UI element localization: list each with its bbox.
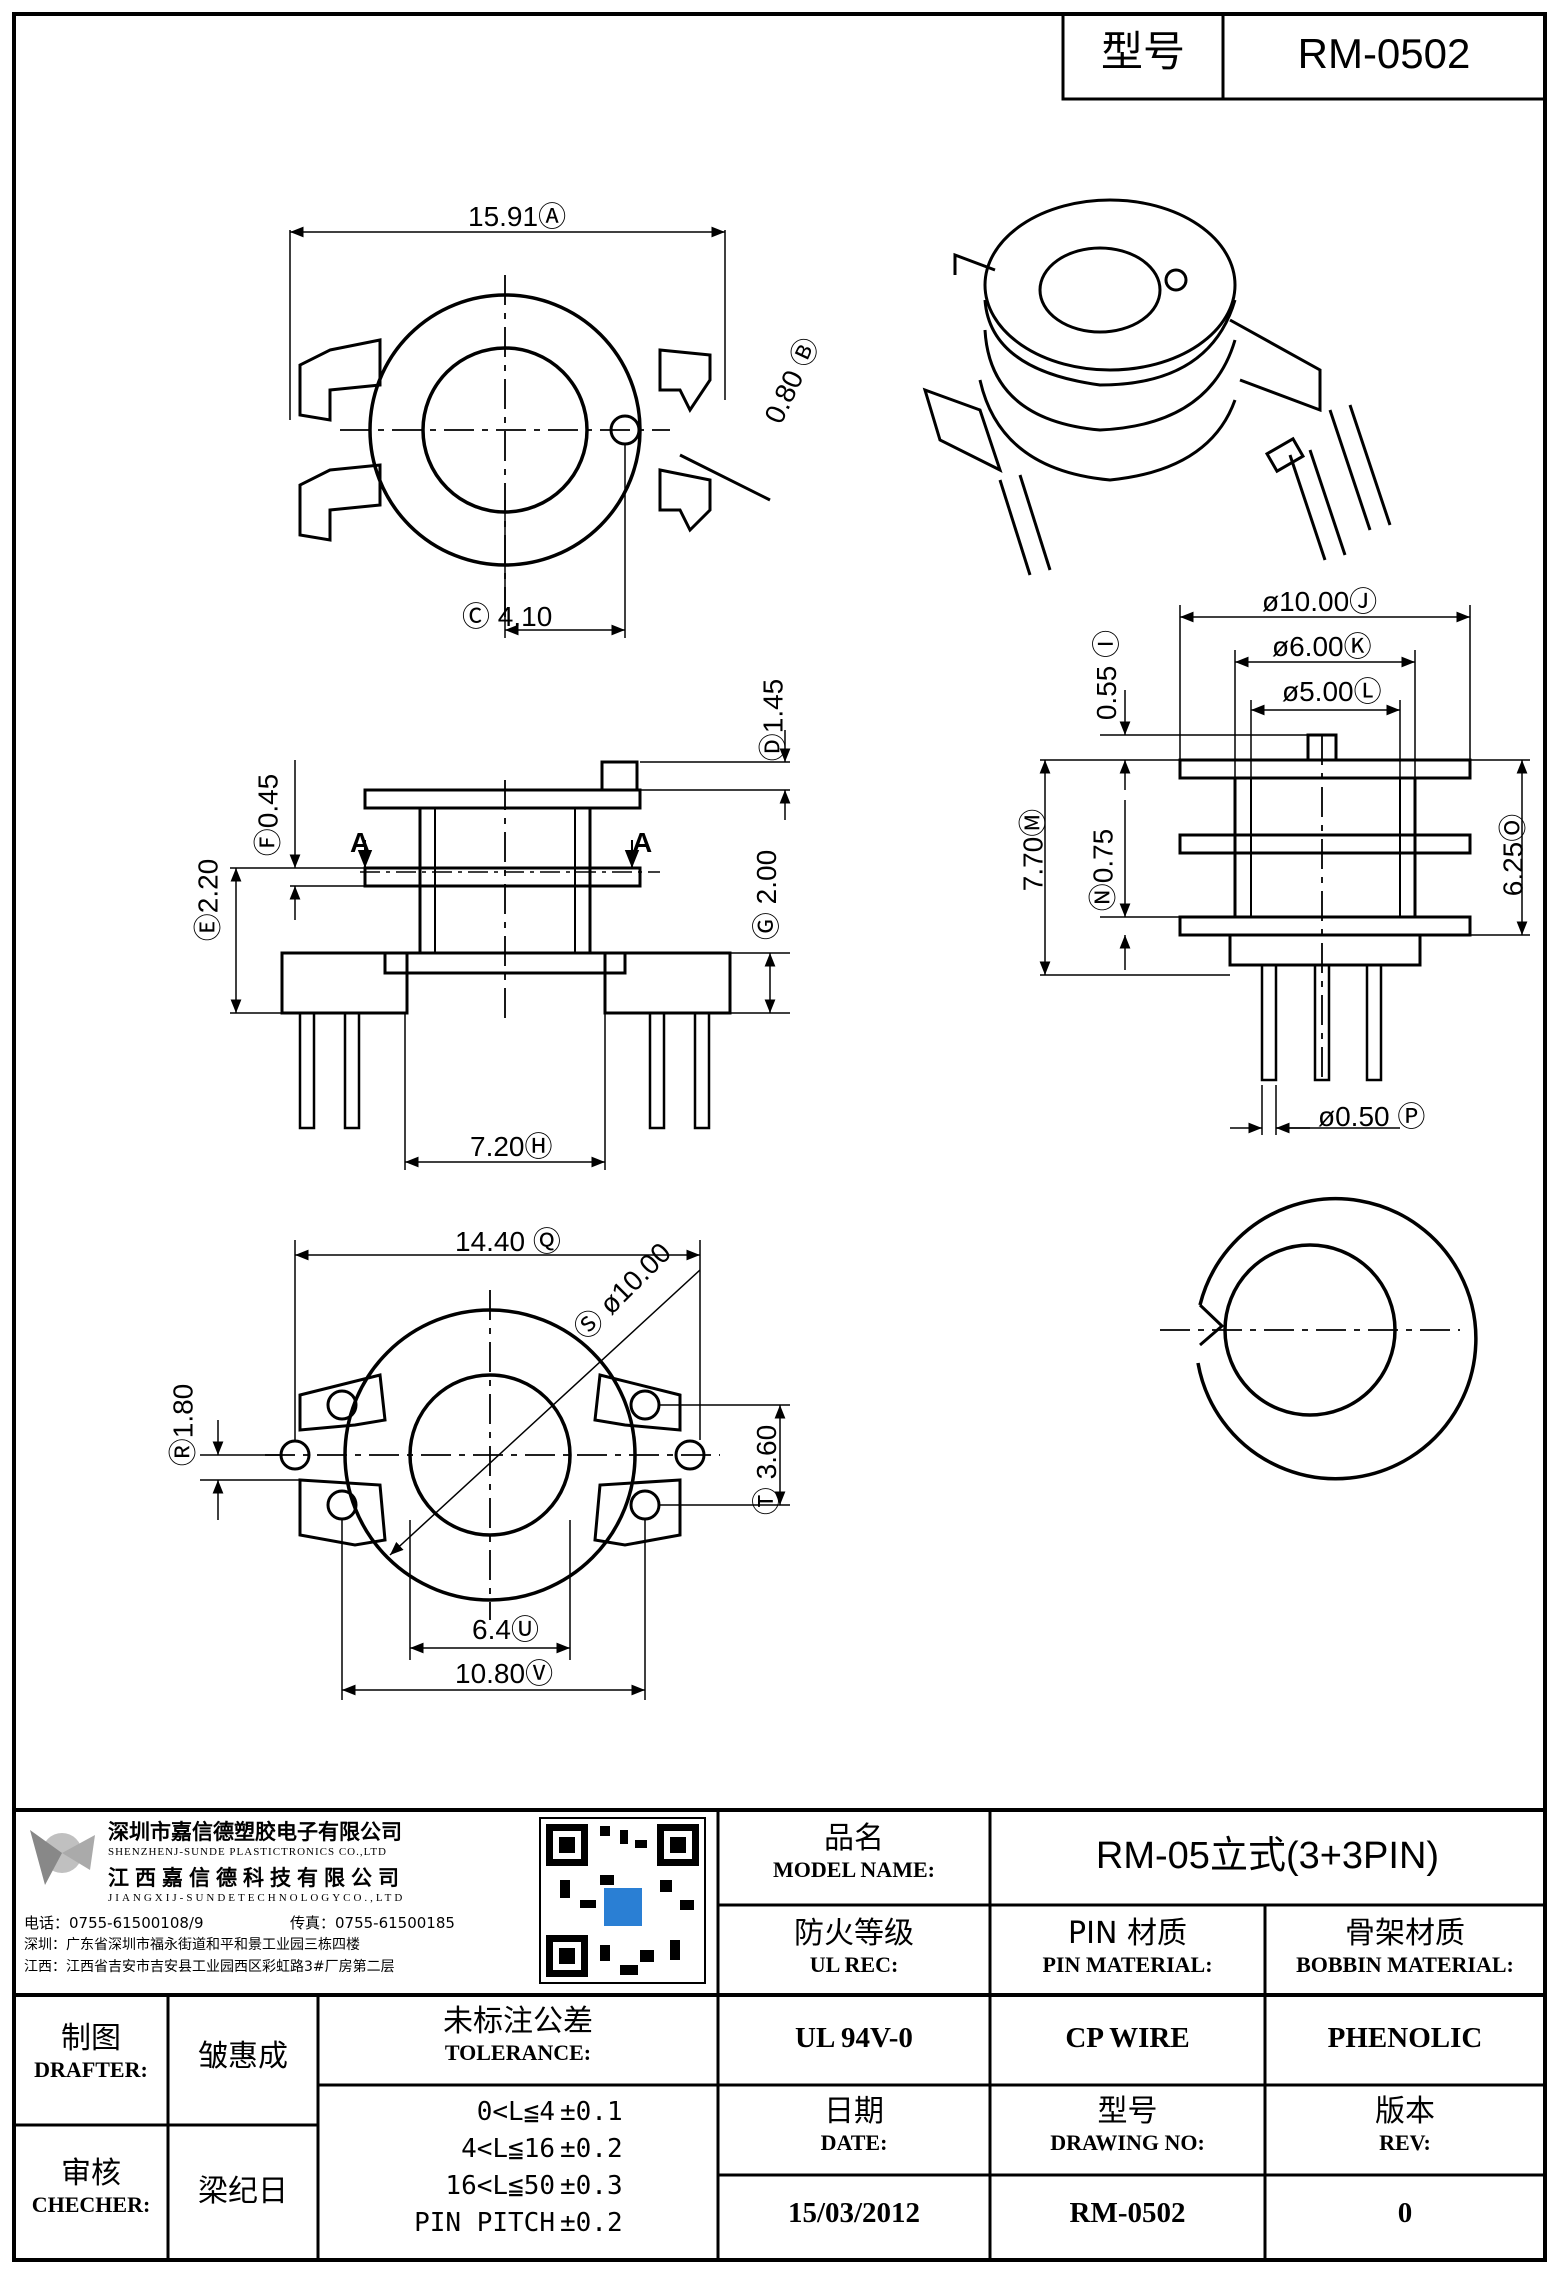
side-view [1039,605,1530,1135]
company-fax: 传真：0755-61500185 [290,1914,455,1932]
isometric-view [922,198,1392,576]
bobbin-material-header: 骨架材质 BOBBIN MATERIAL: [1296,1916,1514,1977]
title-block-grid [14,1808,1545,2260]
dim-p-label: ø0.50 Ⓟ [1318,1101,1426,1132]
checker-header: 审核 CHECHER: [31,2156,151,2217]
bobbin-material-value: PHENOLIC [1327,2022,1483,2054]
dim-r-label: Ⓡ1.80 [167,1383,199,1467]
c-ring-view [1160,1196,1478,1481]
tolerance-value-2: ±0.2 [560,2134,623,2164]
dim-m-label: 7.70Ⓜ [1017,808,1049,892]
dim-t-label: Ⓣ 3.60 [751,1424,783,1516]
dim-f-label: Ⓕ0.45 [252,773,284,857]
tolerance-value-1: ±0.1 [560,2097,623,2127]
drawing-no-header: 型号 DRAWING NO: [1050,2094,1205,2155]
company2-name-en: JIANGXIJ-SUNDETECHNOLOGYCO.,LTD [108,1892,406,1904]
model-name-value: RM-05立式(3+3PIN) [1095,1835,1440,1877]
dim-e-label: Ⓔ2.20 [192,858,224,942]
ul-rec-header: 防火等级 UL REC: [794,1916,914,1977]
sheet-border [12,12,1547,2262]
pin-material-header: PIN 材质 PIN MATERIAL: [1042,1916,1213,1977]
company-tel: 电话：0755-61500108/9 [24,1914,204,1932]
dim-d-label: Ⓓ1.45 [757,678,789,762]
company2-name-cn: 江西嘉信德科技有限公司 [108,1866,405,1890]
date-value: 15/03/2012 [787,2197,921,2229]
company-address-jiangxi: 江西：江西省吉安市吉安县工业园西区彩虹路3#厂房第二层 [24,1959,395,1975]
ul-rec-value: UL 94V-0 [795,2022,913,2054]
tolerance-range-4: PIN PITCH [414,2208,555,2238]
section-mark-right: A [632,827,653,858]
tolerance-range-2: 4<L≦16 [461,2134,555,2164]
model-name-header: 品名 MODEL NAME: [773,1821,935,1882]
header-model-box [1061,12,1547,101]
bottom-view [200,1240,790,1700]
dim-v-label: 10.80Ⓥ [455,1658,554,1689]
company-name-en: SHENZHENJ-SUNDE PLASTICTRONICS CO.,LTD [108,1846,387,1858]
tolerance-range-1: 0<L≦4 [476,2097,555,2127]
drawing-no-value: RM-0502 [1069,2197,1186,2229]
company-logo [30,1830,95,1885]
tolerance-header: 未标注公差 TOLERANCE: [443,2004,593,2065]
drafter-name: 皱惠成 [198,2039,288,2074]
dim-j-label: ø10.00Ⓙ [1262,586,1378,617]
top-view [289,226,771,638]
rev-value: 0 [1397,2197,1413,2229]
company-name-cn: 深圳市嘉信德塑胶电子有限公司 [108,1820,402,1844]
dim-n-label: Ⓝ0.75 [1087,828,1119,912]
dim-g-label: Ⓖ 2.00 [751,849,783,941]
tolerance-value-3: ±0.3 [560,2171,623,2201]
dim-u-label: 6.4Ⓤ [472,1614,539,1645]
company-address-shenzhen: 深圳：广东省深圳市福永街道和平和景工业园三栋四楼 [24,1937,360,1953]
header-model-label: 型号 [1100,27,1185,76]
dim-c-label: Ⓒ 4.10 [462,601,553,632]
date-header: 日期 DATE: [820,2094,888,2155]
dim-o-label: 6.25Ⓞ [1497,813,1529,897]
dim-l-label: ø5.00Ⓛ [1282,676,1382,707]
dim-q-label: 14.40 Ⓠ [455,1226,561,1257]
drafter-header: 制图 DRAFTER: [34,2021,148,2082]
section-mark-left: A [350,827,371,858]
dim-h-label: 7.20Ⓗ [470,1131,553,1162]
qr-code [539,1817,706,1984]
checker-name: 梁纪日 [198,2174,288,2209]
dim-i-label: 0.55 Ⓘ [1091,629,1123,721]
tolerance-range-3: 16<L≦50 [445,2171,555,2201]
pin-material-value: CP WIRE [1065,2022,1190,2054]
dim-a-label: 15.91Ⓐ [468,201,567,232]
tolerance-value-4: ±0.2 [560,2208,623,2238]
front-view [230,730,791,1170]
rev-header: 版本 REV: [1375,2094,1435,2155]
dim-k-label: ø6.00Ⓚ [1272,631,1372,662]
header-model-value: RM-0502 [1297,30,1471,77]
